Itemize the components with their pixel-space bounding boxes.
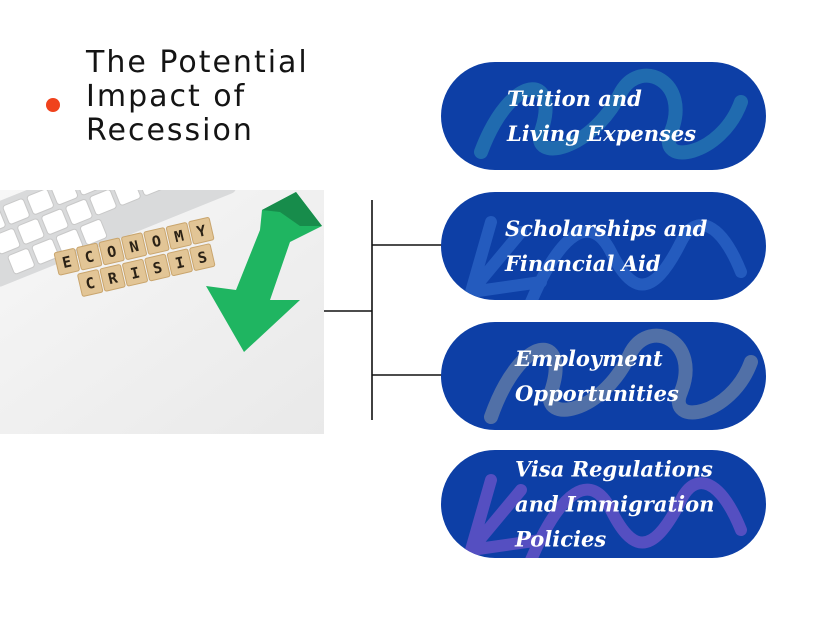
letter-tile	[165, 222, 192, 250]
letter-tile	[144, 253, 171, 282]
tile-letter: I	[129, 263, 142, 283]
letter-tile	[53, 248, 80, 276]
item-visa: Visa Regulations and Immigration Policie…	[441, 450, 766, 558]
item-scholarships: Scholarships and Financial Aid	[441, 192, 766, 300]
item-label: Employment Opportunities	[515, 346, 679, 406]
letter-tile	[188, 217, 215, 245]
item-label: Tuition and Living Expenses	[507, 86, 697, 146]
tile-letter: I	[174, 253, 187, 273]
swirl-decoration	[465, 474, 747, 558]
letter-tile	[143, 227, 170, 255]
tile-letter: E	[61, 252, 74, 272]
tile-letter: C	[84, 274, 97, 294]
letter-tile	[77, 269, 104, 297]
tile-letter: N	[128, 237, 141, 257]
swirl-decoration	[484, 328, 758, 424]
down-arrow-icon	[206, 192, 322, 352]
tile-letter: C	[83, 247, 96, 267]
item-label: Visa Regulations and Immigration Policie…	[515, 456, 715, 552]
swirl-decoration	[474, 68, 748, 160]
swirl-decoration	[465, 216, 747, 300]
item-tuition: Tuition and Living Expenses	[441, 62, 766, 170]
item-label: Scholarships and Financial Aid	[505, 216, 708, 276]
tile-letter: O	[150, 232, 163, 252]
letter-tile	[121, 232, 147, 260]
letter-tile	[166, 248, 193, 277]
tile-letter: S	[196, 248, 209, 268]
tile-letter: Y	[195, 221, 208, 241]
letter-tile	[98, 237, 125, 266]
keyboard-image	[0, 190, 236, 287]
letter-tile	[76, 242, 103, 271]
tile-letter: S	[151, 258, 164, 278]
tile-letter: M	[173, 227, 186, 247]
tile-letter: O	[105, 242, 118, 262]
item-employment: Employment Opportunities	[441, 322, 766, 430]
title-bullet	[46, 98, 60, 112]
letter-tile	[189, 243, 216, 271]
slide-title: The Potential Impact of Recession	[86, 45, 309, 148]
letter-tile	[99, 264, 126, 292]
letter-tile	[122, 259, 148, 287]
